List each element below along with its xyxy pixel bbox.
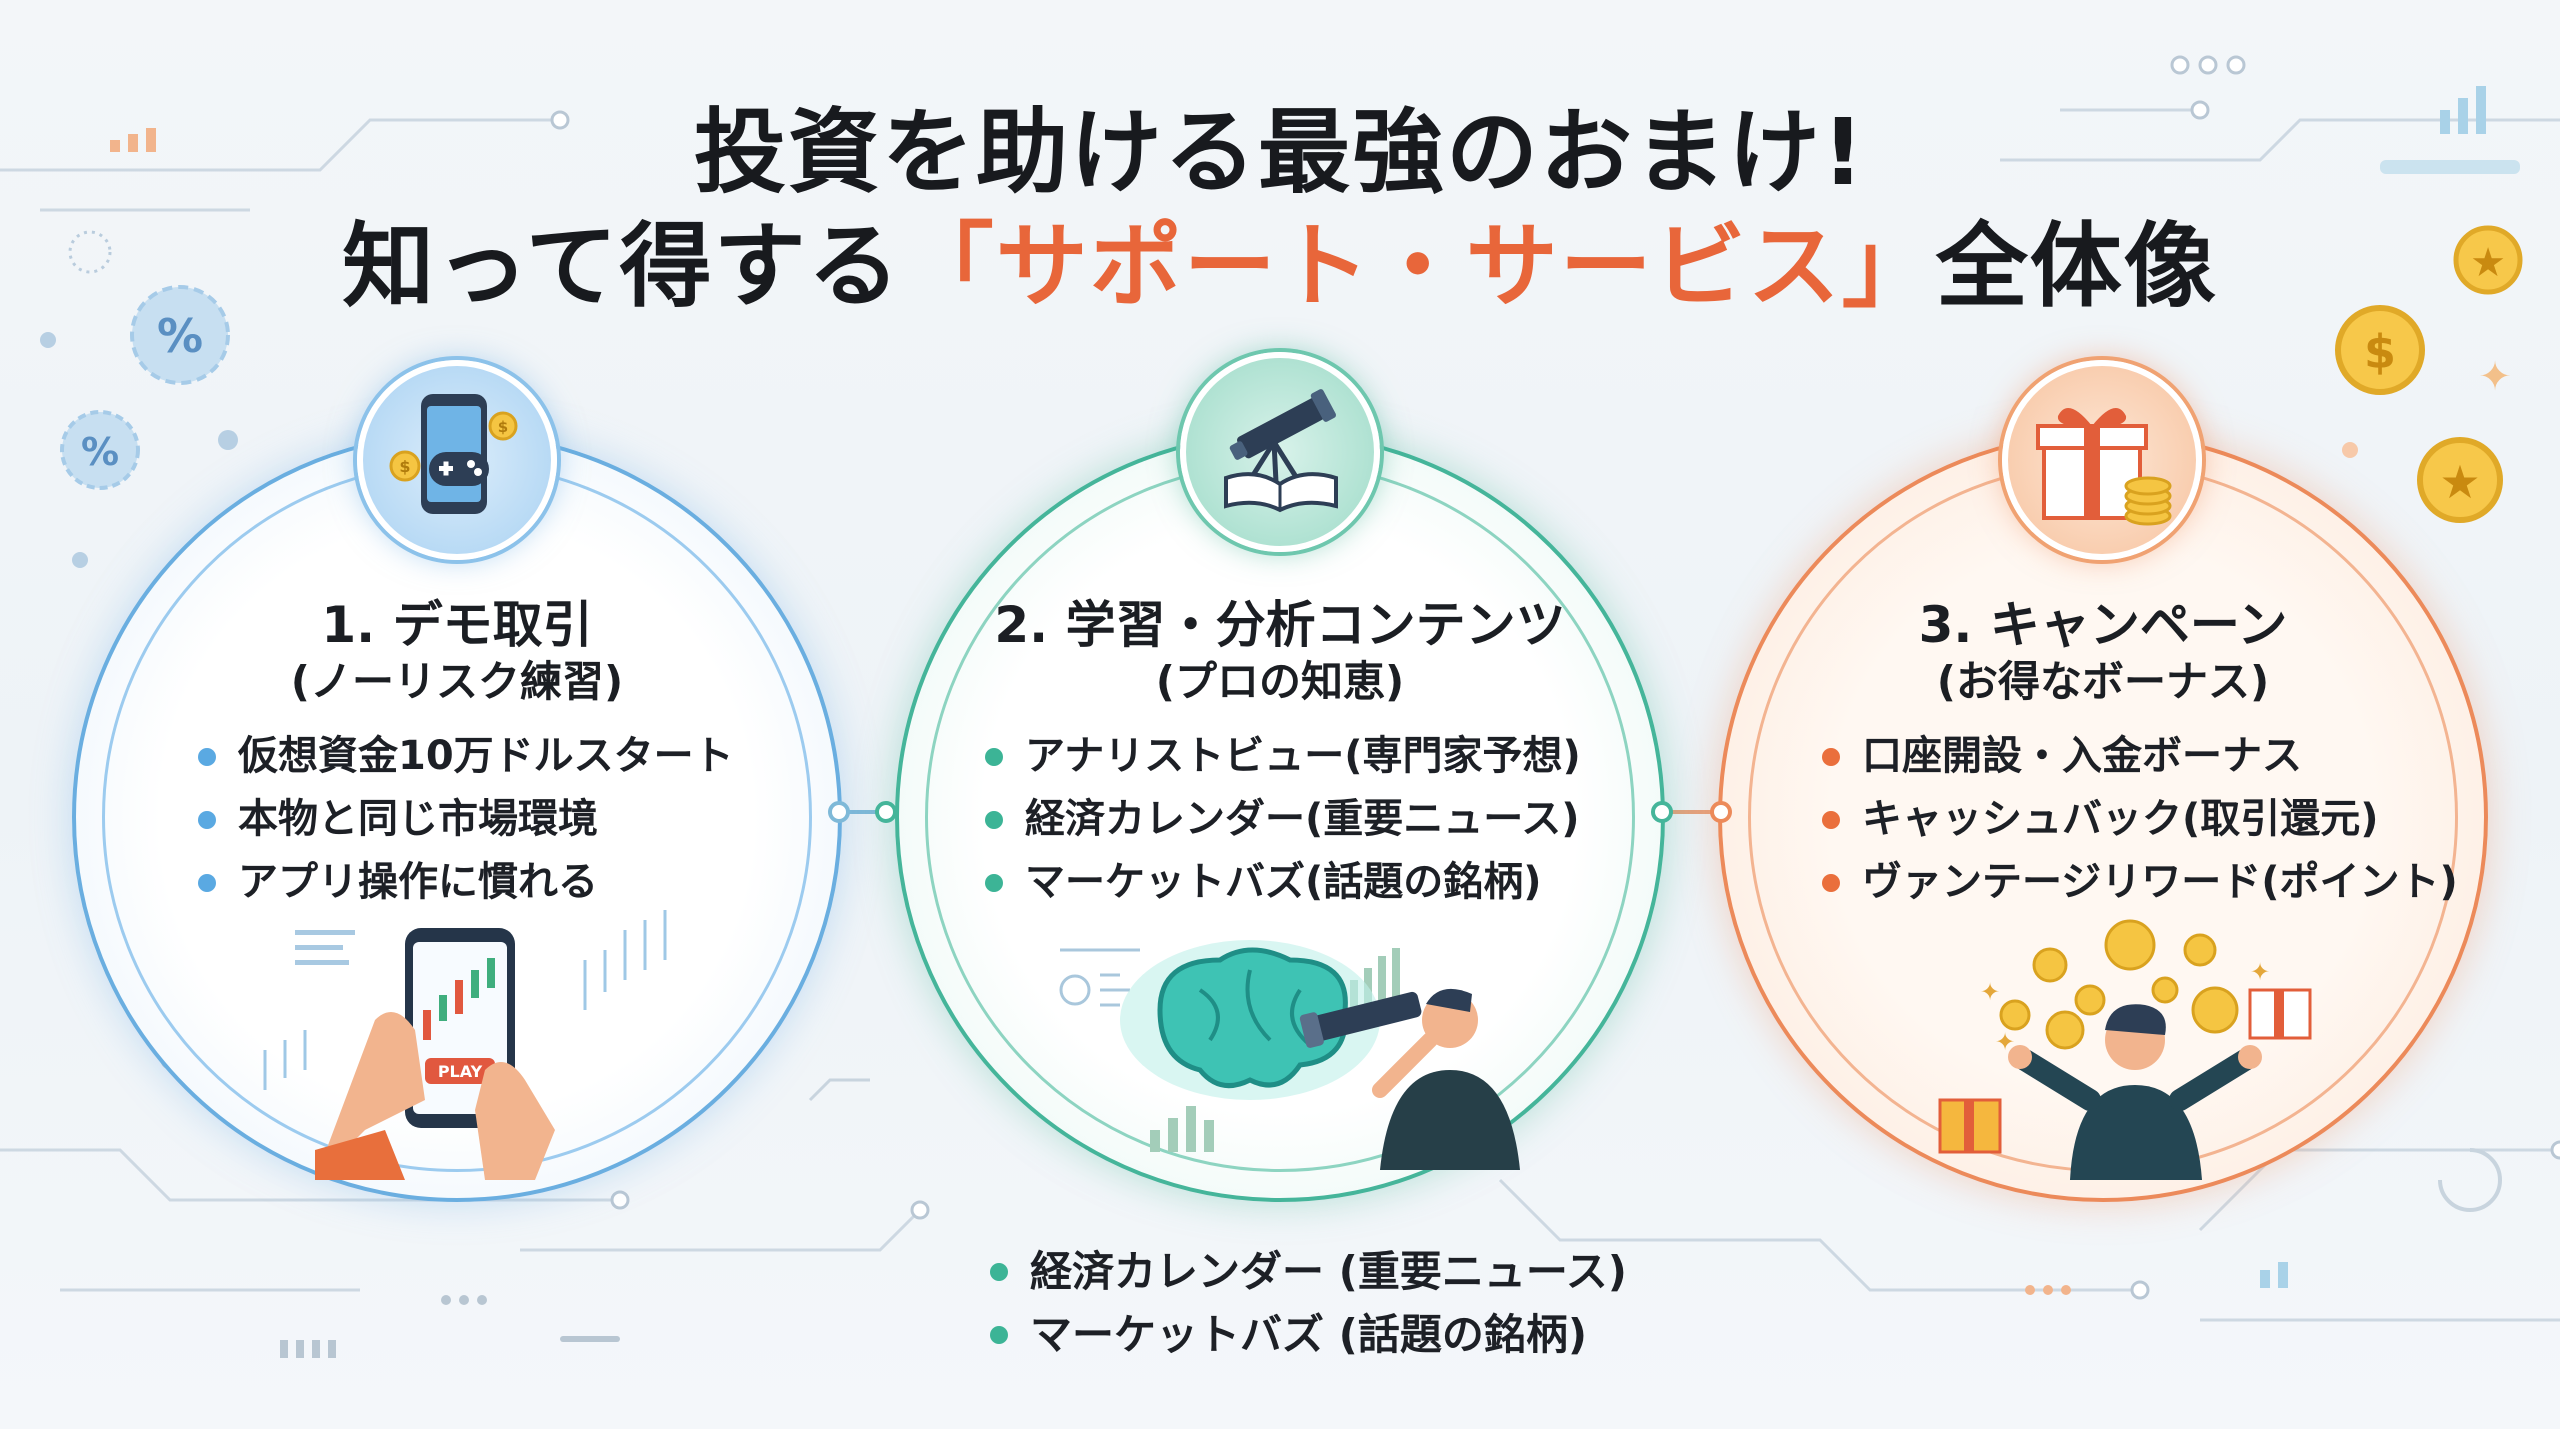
- list-item: ヴァンテージリワード(ポイント): [1822, 851, 2458, 914]
- connector-node: [1651, 801, 1673, 823]
- svg-text:✦: ✦: [1980, 978, 2000, 1006]
- list-item: マーケットバズ(話題の銘柄): [985, 851, 1581, 914]
- telescope-book-icon: [1224, 389, 1338, 513]
- list-item-text: 本物と同じ市場環境: [238, 796, 598, 842]
- card-bullet-list: 口座開設・入金ボーナス キャッシュバック(取引還元) ヴァンテージリワード(ポイ…: [1822, 725, 2458, 914]
- list-item-text: 仮想資金10万ドルスタート: [238, 733, 734, 779]
- connector-node: [1710, 801, 1732, 823]
- connector-node: [828, 801, 850, 823]
- list-item: 経済カレンダー (重要ニュース): [990, 1240, 1627, 1303]
- title-post: 全体像: [1935, 213, 2218, 320]
- list-item-text: 口座開設・入金ボーナス: [1862, 733, 2302, 779]
- play-button-label: PLAY: [438, 1062, 483, 1081]
- badge: [2002, 360, 2202, 560]
- bullet-dot: [985, 810, 1003, 829]
- svg-text:✦: ✦: [2478, 354, 2512, 400]
- svg-text:$: $: [399, 457, 410, 476]
- bullet-dot: [1822, 873, 1840, 892]
- list-item: 経済カレンダー(重要ニュース): [985, 788, 1581, 851]
- list-item-text: キャッシュバック(取引還元): [1862, 796, 2379, 842]
- svg-text:%: %: [81, 430, 119, 474]
- badge: $ $: [357, 360, 557, 560]
- svg-text:✦: ✦: [1995, 1028, 2015, 1056]
- bonus-celebration-illustration: ✦ ✦ ✦: [1938, 919, 2312, 1180]
- connector-node: [875, 801, 897, 823]
- list-item-text: マーケットバズ (話題の銘柄): [1030, 1310, 1588, 1359]
- badge: [1180, 352, 1380, 552]
- brain-analyst-illustration: [1059, 940, 1520, 1170]
- bullet-dot: [198, 810, 216, 829]
- list-item-text: 経済カレンダー(重要ニュース): [1025, 796, 1580, 842]
- bottom-bullet-list: 経済カレンダー (重要ニュース) マーケットバズ (話題の銘柄): [990, 1240, 1627, 1366]
- list-item: マーケットバズ (話題の銘柄): [990, 1303, 1627, 1366]
- bullet-dot: [985, 747, 1003, 766]
- card-title: 2. 学習・分析コンテンツ: [994, 596, 1566, 654]
- page-title-line2: 知って得する「サポート・サービス」全体像: [0, 192, 2560, 325]
- page-title-line1: 投資を助ける最強のおまけ!: [694, 99, 1866, 206]
- card-bullet-list: アナリストビュー(専門家予想) 経済カレンダー(重要ニュース) マーケットバズ(…: [985, 725, 1581, 914]
- list-item: アナリストビュー(専門家予想): [985, 725, 1581, 788]
- svg-text:$: $: [498, 418, 508, 436]
- card-subtitle: (プロの知恵): [1155, 657, 1405, 706]
- card-subtitle: (ノーリスク練習): [290, 657, 624, 706]
- list-item: 仮想資金10万ドルスタート: [198, 725, 734, 788]
- bullet-dot: [990, 1325, 1008, 1344]
- bullet-dot: [198, 747, 216, 766]
- card-subtitle: (お得なボーナス): [1936, 657, 2270, 706]
- list-item-text: 経済カレンダー (重要ニュース): [1030, 1247, 1627, 1296]
- gift-coins-icon: [2036, 408, 2172, 526]
- list-item-text: アプリ操作に慣れる: [238, 859, 598, 905]
- bullet-dot: [985, 873, 1003, 892]
- list-item: 口座開設・入金ボーナス: [1822, 725, 2458, 788]
- phone-trading-illustration: PLAY: [263, 910, 667, 1180]
- svg-text:★: ★: [2439, 455, 2480, 509]
- list-item: 本物と同じ市場環境: [198, 788, 734, 851]
- list-item-text: アナリストビュー(専門家予想): [1025, 733, 1581, 779]
- card-bullet-list: 仮想資金10万ドルスタート 本物と同じ市場環境 アプリ操作に慣れる: [198, 725, 734, 914]
- bullet-dot: [198, 873, 216, 892]
- svg-text:✦: ✦: [2250, 958, 2270, 986]
- bullet-dot: [1822, 747, 1840, 766]
- phone-gamepad-icon: $ $: [389, 394, 518, 514]
- card-title: 1. デモ取引: [321, 596, 593, 654]
- svg-text:★: ★: [2470, 240, 2506, 286]
- title-highlight: 「サポート・サービス」: [901, 213, 1936, 320]
- svg-text:$: $: [2364, 325, 2396, 379]
- list-item-text: マーケットバズ(話題の銘柄): [1025, 859, 1542, 905]
- title-pre: 知って得する: [342, 213, 902, 320]
- list-item: キャッシュバック(取引還元): [1822, 788, 2458, 851]
- svg-text:%: %: [157, 309, 203, 363]
- card-title: 3. キャンペーン: [1918, 596, 2288, 654]
- bullet-dot: [990, 1262, 1008, 1281]
- bullet-dot: [1822, 810, 1840, 829]
- list-item: アプリ操作に慣れる: [198, 851, 734, 914]
- list-item-text: ヴァンテージリワード(ポイント): [1862, 859, 2458, 905]
